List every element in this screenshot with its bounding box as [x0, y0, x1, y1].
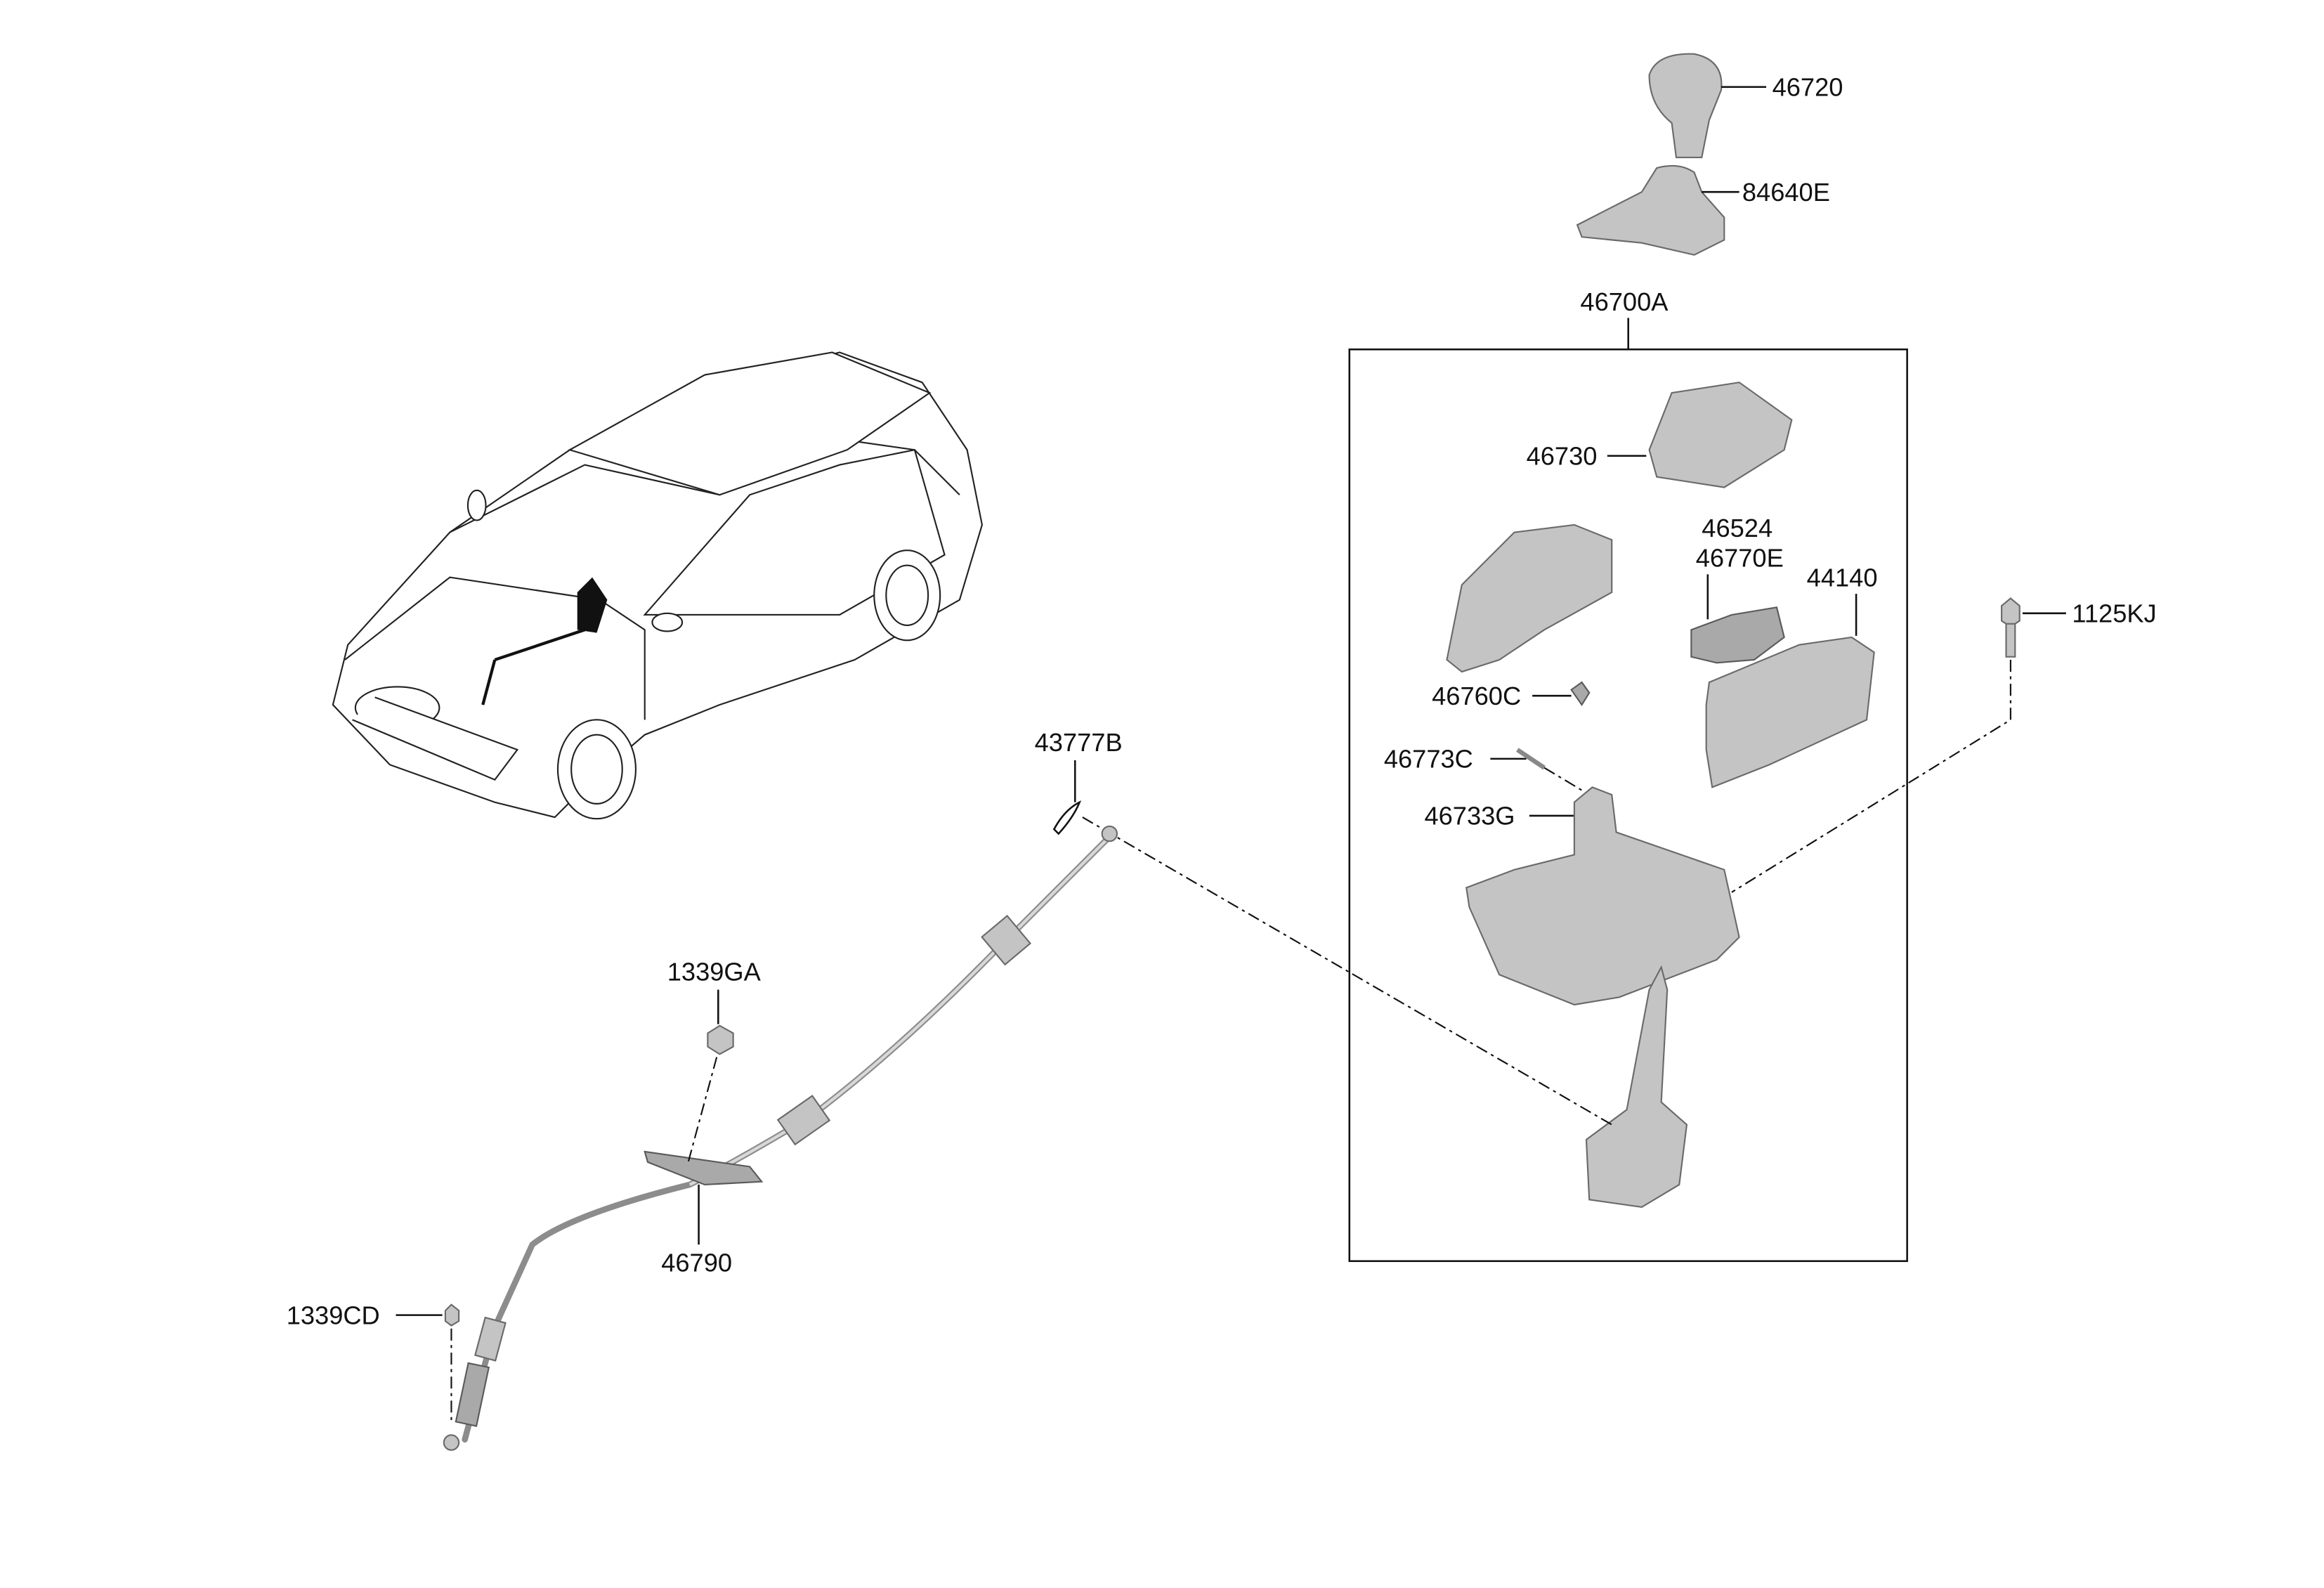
upper-housing [1648, 382, 1793, 488]
label-46760C: 46760C [1432, 682, 1521, 710]
small-nut [444, 1303, 460, 1327]
label-1339GA: 1339GA [667, 958, 762, 987]
shifter-bracket [1465, 786, 1740, 1005]
shift-boot: 84640E [1576, 164, 1830, 256]
indicator-housing [1446, 523, 1613, 673]
label-46773C: 46773C [1384, 745, 1473, 774]
label-46733G: 46733G [1424, 802, 1515, 831]
shift-cable [443, 825, 1118, 1451]
label-84640E: 84640E [1742, 178, 1830, 207]
hex-nut [707, 1024, 734, 1055]
vehicle-illustration [332, 351, 984, 820]
flange-bolt [2001, 597, 2021, 628]
control-module [1705, 636, 1875, 788]
retaining-clip [1052, 800, 1082, 835]
label-46770E: 46770E [1696, 544, 1784, 573]
shift-knob: 46720 [1648, 53, 1843, 159]
label-46524: 46524 [1702, 514, 1773, 542]
small-clip [1570, 681, 1591, 706]
label-46730: 46730 [1527, 442, 1598, 471]
label-46700A: 46700A [1580, 287, 1669, 316]
position-sensor [1690, 606, 1785, 664]
bolt-shank [2005, 623, 2016, 658]
label-44140: 44140 [1807, 563, 1878, 592]
label-43777B: 43777B [1035, 728, 1123, 757]
label-46790: 46790 [661, 1249, 732, 1277]
label-1339CD: 1339CD [287, 1301, 380, 1329]
shift-lever-mechanism [1585, 965, 1688, 1209]
pin [1516, 748, 1546, 770]
assembly-boundary [1348, 348, 1908, 1263]
label-46720: 46720 [1773, 73, 1843, 102]
label-1125KJ: 1125KJ [2072, 599, 2156, 628]
